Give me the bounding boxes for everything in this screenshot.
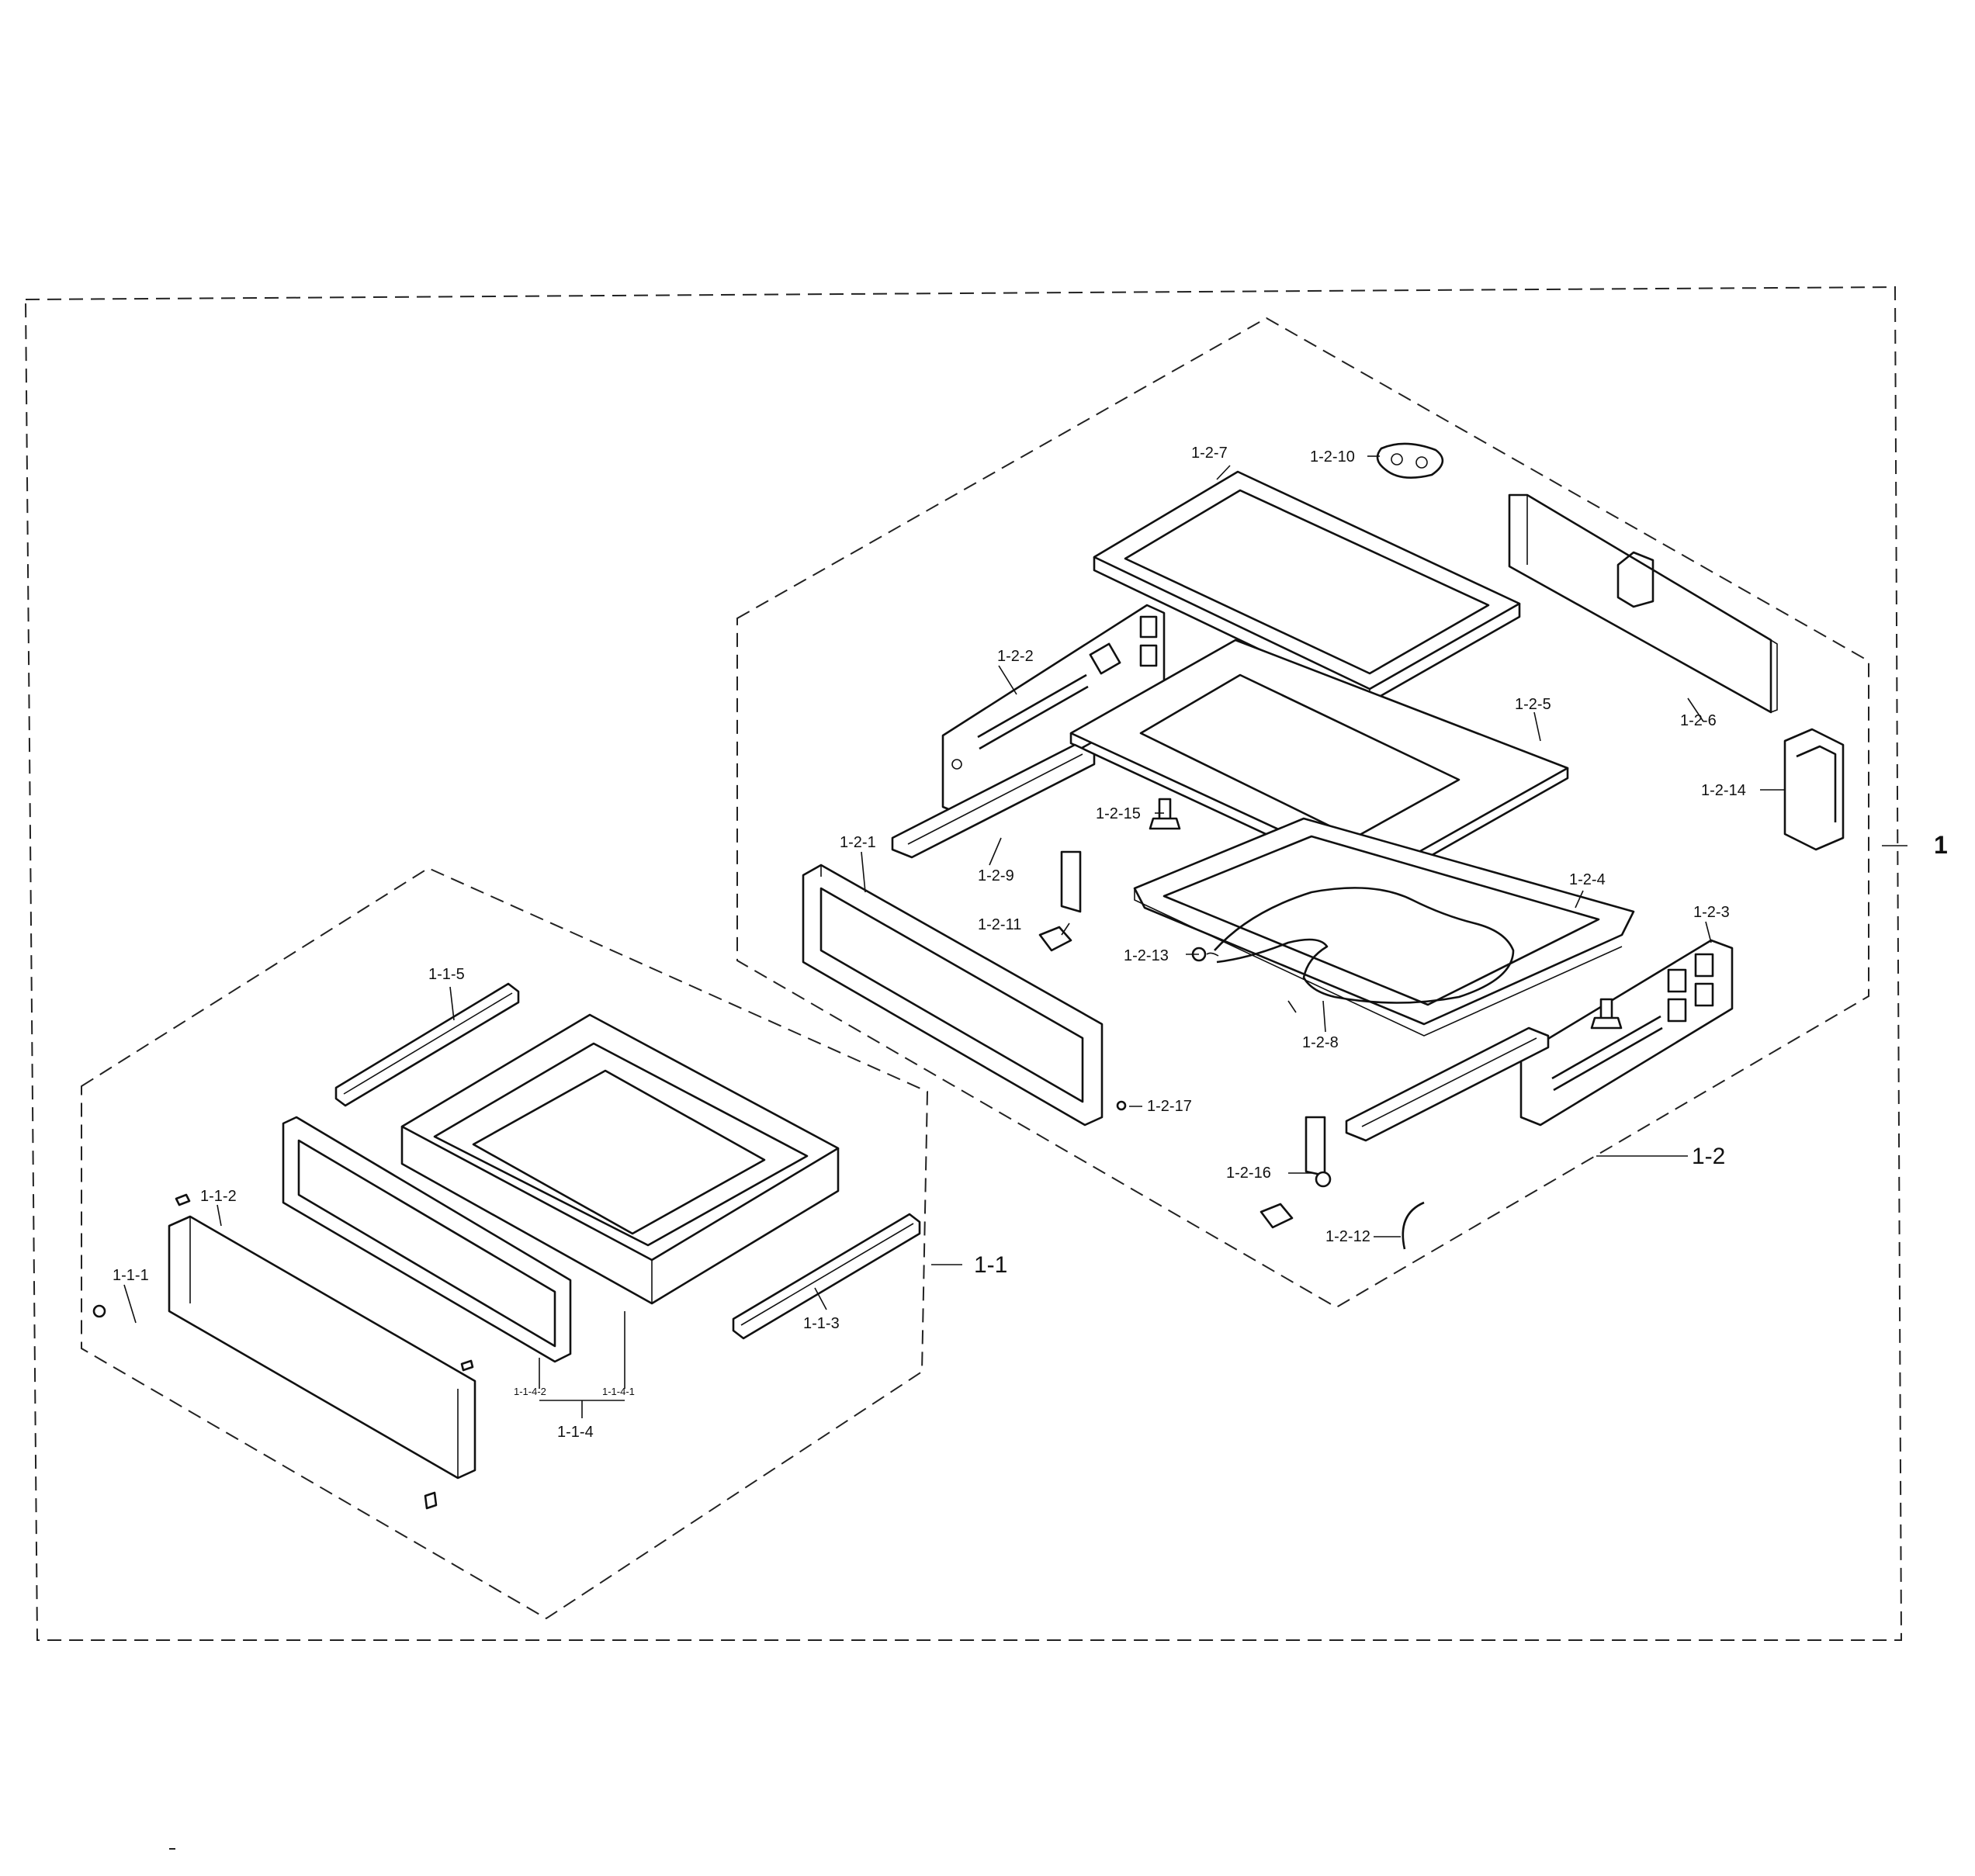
label-1-2-4: 1-2-4 xyxy=(1569,871,1606,888)
label-1-2: 1-2 xyxy=(1692,1144,1725,1169)
drawer-rail-right-part xyxy=(732,1213,921,1340)
label-1-2-17: 1-2-17 xyxy=(1147,1098,1192,1115)
foot-left-part xyxy=(1038,850,1082,952)
heater-part xyxy=(1206,887,1515,1013)
label-1-1-3: 1-1-3 xyxy=(803,1315,840,1332)
bracket-part xyxy=(1783,728,1845,851)
screw-right-part xyxy=(1590,998,1623,1030)
label-1-2-7: 1-2-7 xyxy=(1191,445,1228,462)
label-1: 1 xyxy=(1934,831,1948,859)
wire-part xyxy=(1402,1201,1425,1250)
bottom-plate-part xyxy=(1133,817,1635,1037)
label-1-2-9: 1-2-9 xyxy=(978,867,1014,884)
drawer-boundary xyxy=(81,867,929,1620)
screw-part xyxy=(1149,798,1181,830)
label-1-2-1: 1-2-1 xyxy=(840,834,876,851)
label-1-2-5: 1-2-5 xyxy=(1515,696,1551,713)
drawer-rail-left-part xyxy=(334,982,520,1107)
left-guide-part xyxy=(891,743,1096,859)
label-1-2-10: 1-2-10 xyxy=(1310,448,1355,466)
drawer-tub-part xyxy=(400,1013,840,1305)
drawer-front-part xyxy=(168,1193,476,1480)
right-guide-part xyxy=(1345,1026,1550,1142)
label-1-2-2: 1-2-2 xyxy=(997,648,1034,665)
body-boundary xyxy=(736,317,1869,1309)
label-1-2-11: 1-2-11 xyxy=(978,916,1021,933)
label-1-2-6: 1-2-6 xyxy=(1680,712,1717,729)
label-1-2-8: 1-2-8 xyxy=(1302,1034,1339,1051)
label-1-1-5: 1-1-5 xyxy=(428,966,465,983)
label-1-2-12: 1-2-12 xyxy=(1325,1228,1370,1245)
drawer-handle-part xyxy=(92,1304,438,1510)
right-side-part xyxy=(1519,939,1734,1127)
label-1-1: 1-1 xyxy=(974,1252,1007,1278)
foot-right-part xyxy=(1259,1116,1332,1229)
label-1-2-3: 1-2-3 xyxy=(1693,904,1730,921)
label-1-1-4: 1-1-4 xyxy=(557,1424,594,1441)
label-1-2-14: 1-2-14 xyxy=(1701,782,1746,799)
label-1-2-15: 1-2-15 xyxy=(1096,805,1141,822)
middle-plate-part xyxy=(1069,639,1569,888)
label-1-1-4-1: 1-1-4-1 xyxy=(602,1386,635,1397)
callout-labels: 1-2-7 1-2-10 1-2-2 1-2-5 1-2-6 1-2-15 1-… xyxy=(113,445,1948,1441)
drawer-panel-part xyxy=(282,1116,572,1363)
leader-lines xyxy=(123,455,1907,1418)
label-1-1-4-2: 1-1-4-2 xyxy=(514,1386,546,1397)
assembly-boundary xyxy=(24,286,1903,1641)
small-screw-part xyxy=(1116,1100,1127,1111)
label-1-2-13: 1-2-13 xyxy=(1124,947,1169,964)
label-1-1-1: 1-1-1 xyxy=(113,1267,149,1284)
gasket-part xyxy=(1376,442,1444,479)
label-1-1-2: 1-1-2 xyxy=(200,1188,237,1205)
label-1-2-16: 1-2-16 xyxy=(1226,1165,1271,1182)
rear-panel-part xyxy=(1508,493,1778,714)
front-frame-part xyxy=(802,864,1104,1127)
